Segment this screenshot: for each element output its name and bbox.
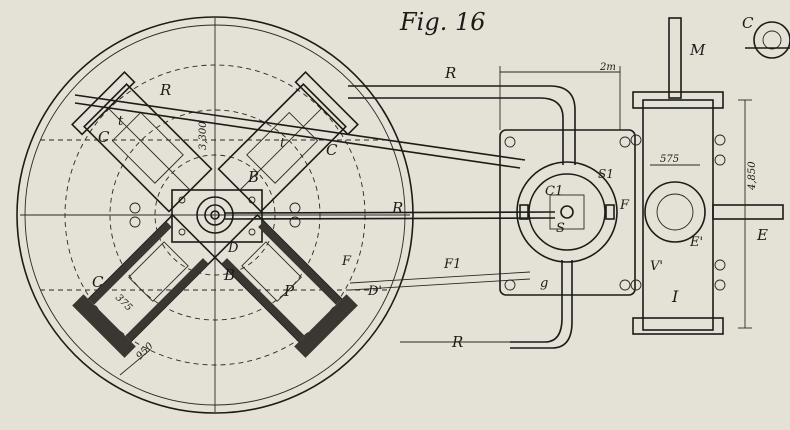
label-d: D	[227, 241, 239, 256]
corner-detail	[745, 21, 790, 59]
labels: Fig. 16 C t R t C B R R D B C P F F1 D' …	[92, 8, 768, 362]
dim-2m: 2m	[599, 62, 616, 73]
label-r-top-left: R	[159, 81, 171, 99]
label-s1: S1	[598, 167, 614, 181]
label-d-prime: D'	[367, 284, 382, 299]
label-c-corner: C	[742, 14, 754, 32]
label-p: P	[283, 282, 295, 300]
label-s: S	[556, 221, 565, 236]
dim-375: 375	[113, 292, 134, 313]
dimension-lines	[119, 66, 752, 376]
label-c-top-left: C	[98, 128, 110, 146]
label-m: M	[689, 41, 706, 59]
label-f-right: F	[619, 198, 630, 213]
label-v-prime: V'	[650, 259, 663, 274]
cylinder-top-right	[217, 71, 359, 213]
dim-575-right: 575	[660, 154, 679, 165]
cylinder-bottom-right	[213, 213, 358, 358]
label-r-upper-pipe: R	[444, 64, 456, 82]
label-c1: C1	[545, 184, 563, 199]
label-b-lower: B	[223, 266, 235, 284]
flywheel	[16, 16, 414, 414]
label-g: g	[540, 276, 548, 291]
cylinder-top-left	[71, 71, 213, 213]
label-e: E	[756, 226, 768, 244]
label-f1: F1	[443, 257, 461, 272]
cylinder-bottom-left	[72, 213, 217, 358]
label-e-prime: E'	[689, 235, 703, 250]
label-r-mid-rod: R	[391, 199, 403, 217]
distributor-box	[499, 129, 636, 296]
label-r-bottom: R	[451, 333, 463, 351]
label-i: I	[671, 287, 679, 306]
right-engine-block	[630, 17, 784, 335]
dim-3300: 3,300	[198, 121, 209, 150]
label-c-top-right: C	[326, 141, 338, 159]
label-c-lower-left: C	[92, 273, 104, 291]
label-b-upper: B	[247, 168, 259, 186]
label-f-lower: F	[341, 254, 352, 269]
dim-4850: 4,850	[747, 161, 758, 191]
figure-title: Fig. 16	[399, 8, 486, 36]
label-t-top-right: t	[280, 136, 286, 151]
label-t-top-left: t	[118, 114, 124, 129]
